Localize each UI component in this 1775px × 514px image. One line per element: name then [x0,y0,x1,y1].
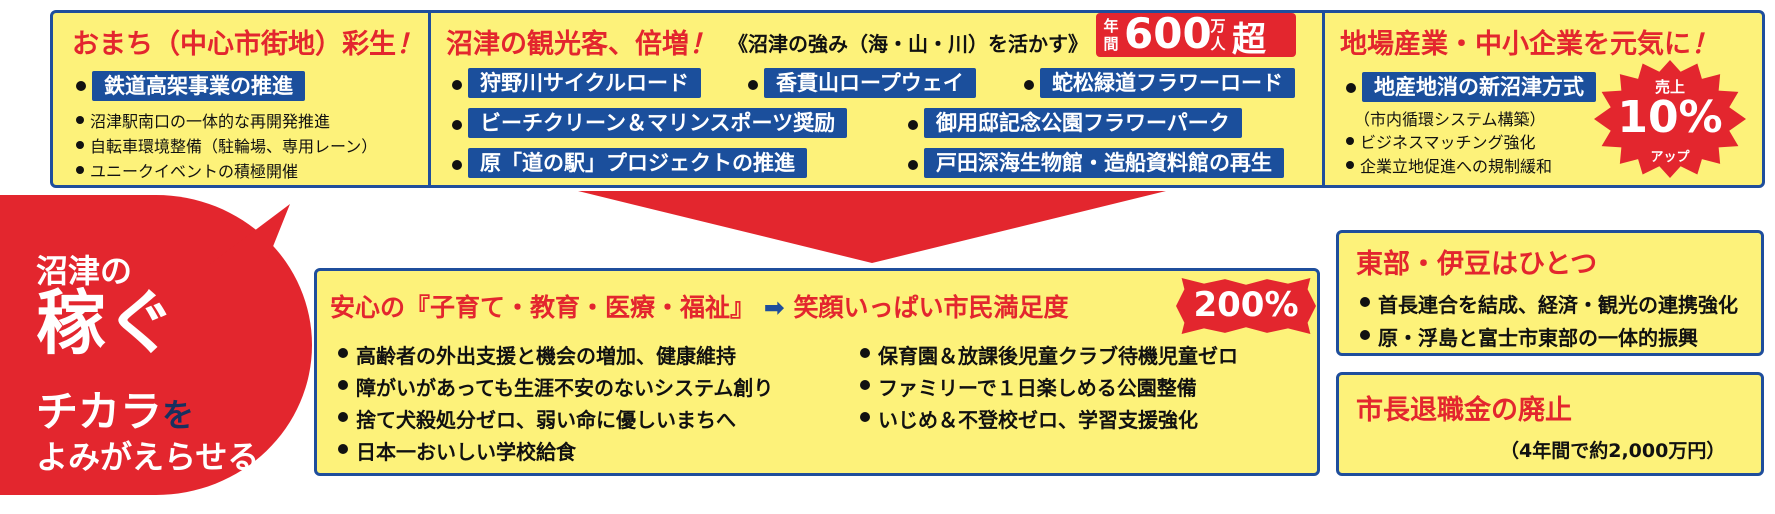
bullet-icon [76,116,84,124]
east-izu-panel [1336,230,1764,356]
bullet-icon [76,141,84,149]
bullet-icon [908,160,918,170]
bullet-icon [76,166,84,174]
visitors-badge [1096,13,1296,57]
slogan-line1: 沼津の [36,252,133,290]
tourism-title: 沼津の観光客、倍増！ [446,29,716,60]
bullet-icon [338,380,348,390]
bullet-icon [1360,297,1370,307]
bullet-icon [452,80,462,90]
bullet-icon [748,80,758,90]
bullet-icon [860,380,870,390]
welfare-right-item: いじめ＆不登校ゼロ、学習支援強化 [878,408,1198,432]
welfare-left-item: 障がいがあっても生涯不安のないシステム創り [356,376,774,400]
slogan-line3: チカラを [36,387,195,436]
bullet-icon [860,412,870,422]
welfare-title: 安心の『子育て・教育・医療・福祉』 ➡ 笑顔いっぱい市民満足度 [330,293,1069,322]
sales-burst-top: 売上 [1654,78,1685,96]
slogan-line4: よみがえらせる [36,438,260,476]
bullet-icon [76,81,86,91]
welfare-right-item: 保育園＆放課後児童クラブ待機児童ゼロ [878,344,1238,368]
slogan-line2: 稼ぐ [36,282,176,364]
east-izu-item: 首長連合を結成、経済・観光の連携強化 [1378,293,1738,317]
tourism-pill: 原「道の駅」プロジェクトの推進 [468,148,807,178]
bullet-icon [1346,137,1354,145]
bullet-icon [452,120,462,130]
bullet-icon [338,348,348,358]
tourism-pill: 狩野川サイクルロード [468,68,701,98]
industry-title: 地場産業・中小企業を元気に！ [1340,29,1718,60]
industry-pill: 地産地消の新沼津方式 [1362,72,1596,102]
retirement-panel [1336,372,1764,476]
right-arrow-icon: ➡ [763,293,785,322]
visitors-badge-prefix: 年間 [1103,17,1119,53]
tourism-subtitle: 《沼津の強み（海・山・川）を活かす》 [728,32,1088,56]
bullet-icon [1346,161,1354,169]
bullet-icon [452,160,462,170]
tourism-pill: 蛇松緑道フラワーロード [1040,68,1295,98]
industry-item: 企業立地促進への規制緩和 [1360,157,1553,176]
tourism-pill: 御用邸記念公園フラワーパーク [924,108,1242,138]
tourism-pill: ビーチクリーン＆マリンスポーツ奨励 [468,108,848,138]
welfare-right-item: ファミリーで１日楽しめる公園整備 [878,376,1197,400]
tourism-pill: 戸田深海生物館・造船資料館の再生 [924,148,1284,178]
bullet-icon [338,412,348,422]
retirement-note: （4年間で約2,000万円） [1500,440,1726,462]
divider [1322,13,1325,185]
bullet-icon [338,444,348,454]
bullet-icon [1346,83,1356,93]
visitors-badge-number: 600 [1124,9,1212,58]
bullet-icon [1024,80,1034,90]
divider [428,13,431,185]
bullet-icon [908,120,918,130]
omachi-title: おまち（中心市街地）彩生！ [72,29,423,60]
omachi-pill: 鉄道高架事業の推進 [92,71,305,101]
sales-burst-bottom: アップ [1650,150,1690,165]
bullet-icon [1360,330,1370,340]
omachi-item: ユニークイベントの積極開催 [90,162,299,181]
visitors-badge-unit: 万人 [1210,17,1226,53]
satisfaction-badge [1176,278,1316,334]
omachi-item: 沼津駅南口の一体的な再開発推進 [90,112,331,131]
visitors-badge-suffix: 超 [1232,20,1266,60]
welfare-panel [314,268,1320,476]
omachi-item: 自転車環境整備（駐輪場、専用レーン） [90,137,378,156]
welfare-left-item: 高齢者の外出支援と機会の増加、健康維持 [356,344,736,368]
satisfaction-badge-value: 200% [1193,285,1299,325]
bullet-icon [860,348,870,358]
welfare-left-item: 日本一おいしい学校給食 [356,440,576,464]
retirement-title: 市長退職金の廃止 [1356,395,1572,426]
sales-burst-value: 10% [1617,92,1723,143]
down-arrow-icon [578,191,1166,263]
east-izu-title: 東部・伊豆はひとつ [1356,249,1598,280]
industry-item: ビジネスマッチング強化 [1360,133,1536,152]
tourism-pill: 香貫山ロープウェイ [764,68,976,98]
welfare-left-item: 捨て犬殺処分ゼロ、弱い命に優しいまちへ [356,408,736,432]
east-izu-item: 原・浮島と富士市東部の一体的振興 [1378,326,1698,350]
industry-sub: （市内循環システム構築） [1354,110,1546,129]
